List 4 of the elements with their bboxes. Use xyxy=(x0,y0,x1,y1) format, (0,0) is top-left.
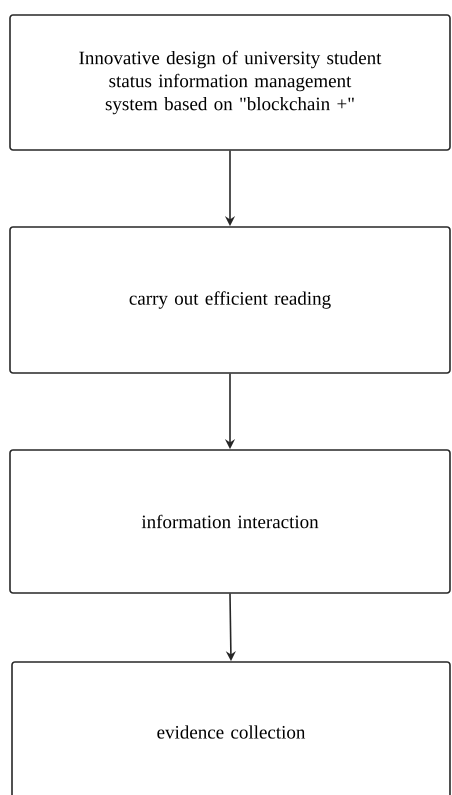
process-box: information interaction xyxy=(9,449,451,594)
process-box: carry out efficient reading xyxy=(9,226,451,374)
process-box: evidence collection xyxy=(11,661,451,795)
process-box: Innovative design of university student status information management system based on "blockchain +" xyxy=(9,14,451,151)
